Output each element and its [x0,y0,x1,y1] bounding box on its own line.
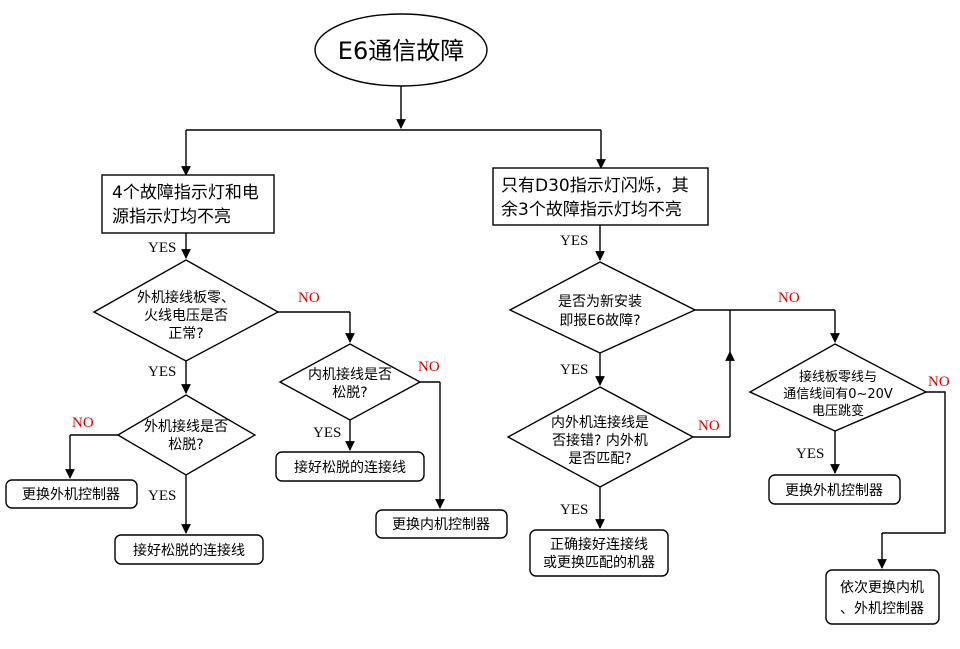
yes-label: YES [796,446,824,462]
yes-label: YES [148,240,176,256]
decision-indoor-loose: 内机接线是否 松脱? [278,343,422,421]
connectors [65,86,946,569]
decision-outdoor-loose: 外机接线是否 松脱? [116,394,257,476]
action-replace-both-line2: 、外机控制器 [840,601,924,617]
decision-new-install: 是否为新安装 即报E6故障? [508,261,697,354]
no-label: NO [778,290,800,306]
action-replace-indoor-text: 更换内机控制器 [392,516,490,533]
decision-outdoor-voltage-line3: 正常? [168,326,203,342]
decision-outdoor-loose-line1: 外机接线是否 [144,418,228,435]
action-correct-wiring-line1: 正确接好连接线 [550,536,648,553]
branch-left-line2: 源指示灯均不亮 [112,207,231,227]
decision-voltage-jump-line1: 接线板零线与 [799,369,877,385]
yes-label: YES [560,233,588,249]
branch-left-box: 4个故障指示灯和电 源指示灯均不亮 [101,174,275,234]
no-label: NO [928,374,950,390]
decision-outdoor-loose-line2: 松脱? [168,437,203,453]
no-label: NO [698,418,720,434]
decision-new-install-line2: 即报E6故障? [559,313,640,329]
start-node: E6通信故障 [314,13,488,87]
action-replace-outdoor-right-text: 更换外机控制器 [785,482,883,499]
decision-wiring-match-line3: 是否匹配? [568,451,631,467]
decision-voltage-jump-line3: 电压跳变 [812,403,864,419]
action-replace-both: 依次更换内机 、外机控制器 [825,569,940,625]
action-reconnect-left: 接好松脱的连接线 [114,534,264,565]
decision-voltage-jump-line2: 通信线间有0~20V [783,387,893,402]
decision-wiring-match-line2: 否接错? 内外机 [552,432,648,449]
decision-wiring-match: 内外机连接线是 否接错? 内外机 是否匹配? [506,386,695,488]
action-reconnect-mid-text: 接好松脱的连接线 [294,459,406,476]
branch-right-line2: 余3个故障指示灯均不亮 [501,200,682,220]
action-reconnect-mid: 接好松脱的连接线 [275,451,425,482]
decision-wiring-match-line1: 内外机连接线是 [551,414,649,431]
action-replace-both-line1: 依次更换内机 [840,579,924,596]
edge-labels: YES NO YES NO YES YES NO YES NO YES NO Y… [72,233,950,518]
decision-outdoor-voltage: 外机接线板零、 火线电压是否 正常? [92,259,280,362]
yes-label: YES [148,488,176,504]
decision-new-install-line1: 是否为新安装 [558,294,642,310]
action-replace-indoor: 更换内机控制器 [375,509,508,539]
branch-right-line1: 只有D30指示灯闪烁，其 [501,176,689,196]
no-label: NO [418,359,440,375]
action-replace-outdoor-right: 更换外机控制器 [768,474,901,505]
decision-indoor-loose-line2: 松脱? [332,385,367,401]
yes-label: YES [560,502,588,518]
decision-outdoor-voltage-line1: 外机接线板零、 [137,289,235,306]
action-correct-wiring: 正确接好连接线 或更换匹配的机器 [529,529,669,577]
decision-indoor-loose-line1: 内机接线是否 [308,366,392,383]
start-title: E6通信故障 [338,37,464,65]
action-replace-outdoor-left: 更换外机控制器 [5,479,138,509]
decision-voltage-jump: 接线板零线与 通信线间有0~20V 电压跳变 [748,343,928,432]
yes-label: YES [148,364,176,380]
yes-label: YES [313,425,341,441]
action-correct-wiring-line2: 或更换匹配的机器 [543,554,655,571]
action-reconnect-left-text: 接好松脱的连接线 [133,542,245,559]
decision-outdoor-voltage-line2: 火线电压是否 [144,308,228,324]
no-label: NO [72,415,94,431]
branch-right-box: 只有D30指示灯闪烁，其 余3个故障指示灯均不亮 [492,167,709,226]
branch-left-line1: 4个故障指示灯和电 [112,183,259,203]
no-label: NO [298,290,320,306]
yes-label: YES [560,362,588,378]
action-replace-outdoor-left-text: 更换外机控制器 [22,486,120,503]
